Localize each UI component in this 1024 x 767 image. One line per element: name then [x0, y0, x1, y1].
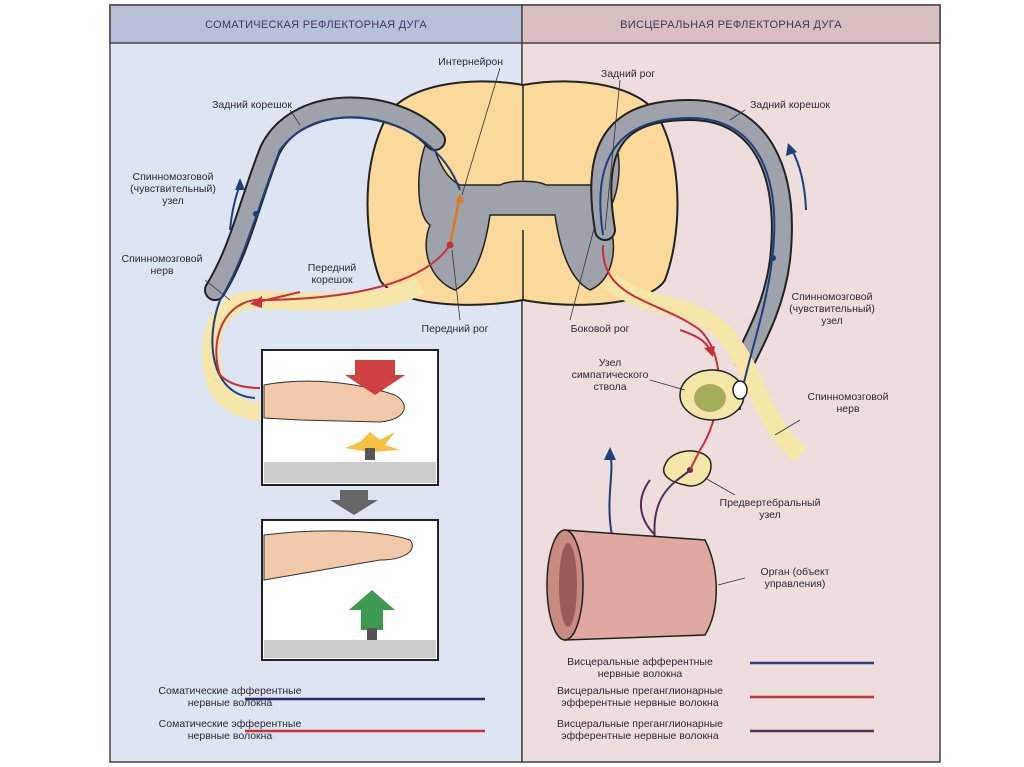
label-lateral-horn: Боковой рог — [571, 323, 630, 335]
label-spinal-ganglion-left-2: (чувствительный) — [130, 183, 216, 195]
legend-right: Висцеральные афферентные нервные волокна… — [557, 656, 874, 742]
left-efferent-fiber — [215, 244, 451, 389]
gray-matter — [418, 133, 620, 291]
label-dorsal-root-right: Задний корешок — [750, 99, 830, 111]
right-afferent-fiber — [599, 116, 776, 411]
label-ventral-root-2: корешок — [311, 274, 352, 286]
legend-right-2-line1: Висцеральные преганглионарные — [557, 685, 723, 697]
label-prevertebral-ganglion-2: узел — [759, 509, 781, 521]
down-arrow-icon — [330, 490, 378, 515]
right-panel-header — [521, 4, 941, 44]
label-dorsal-horn: Задний рог — [601, 68, 655, 80]
legend-left-2-line2: нервные волокна — [188, 730, 273, 742]
right-ventral-root — [603, 273, 807, 462]
finger-stimulus-box — [261, 349, 439, 486]
left-panel-title: СОМАТИЧЕСКАЯ РЕФЛЕКТОРНАЯ ДУГА — [205, 19, 427, 31]
legend-right-2-line2: эфферентные нервные волокна — [561, 697, 719, 709]
legend-right-3-line2: эфферентные нервные волокна — [561, 730, 719, 742]
afferent-arrow-right — [791, 149, 807, 211]
label-spinal-ganglion-right-2: (чувствительный) — [789, 303, 875, 315]
label-prevertebral-ganglion-1: Предвертебральный — [720, 497, 821, 509]
legend-right-3-line1: Висцеральные преганглионарные — [557, 718, 723, 730]
left-panel-header — [109, 4, 523, 44]
legend-left-2-line1: Соматические эфферентные — [159, 718, 302, 730]
leader-lines — [204, 67, 801, 586]
organ-cylinder — [546, 529, 717, 641]
label-spinal-ganglion-right-1: Спинномозговой — [792, 291, 873, 303]
left-ventral-root — [202, 277, 425, 421]
label-spinal-nerve-left-2: нерв — [150, 265, 173, 277]
legend-right-1-line2: нервные волокна — [598, 668, 683, 680]
label-organ-1: Орган (объект — [760, 566, 829, 578]
legend-right-1-line1: Висцеральные афферентные — [567, 656, 713, 668]
label-spinal-nerve-right-2: нерв — [836, 403, 859, 415]
left-afferent-fiber — [211, 116, 461, 399]
label-sympathetic-ganglion-1: Узел — [599, 357, 621, 369]
right-panel-title: ВИСЦЕРАЛЬНАЯ РЕФЛЕКТОРНАЯ ДУГА — [620, 19, 842, 31]
label-sympathetic-ganglion-2: симпатического — [572, 369, 649, 381]
label-spinal-ganglion-right-3: узел — [821, 315, 843, 327]
efferent-arrow-left — [257, 291, 301, 303]
label-interneuron: Интернейрон — [438, 56, 503, 68]
prevertebral-ganglion — [663, 450, 712, 487]
legend-left-1-line1: Соматические афферентные — [158, 685, 301, 697]
legend-left: Соматические афферентные нервные волокна… — [158, 685, 485, 742]
label-ventral-horn: Передний рог — [422, 323, 489, 335]
finger-withdrawn-box — [261, 519, 439, 661]
label-spinal-nerve-right-1: Спинномозговой — [808, 391, 889, 403]
label-spinal-ganglion-left-3: узел — [162, 195, 184, 207]
label-sympathetic-ganglion-3: ствола — [593, 381, 626, 393]
interneuron-fiber — [448, 194, 462, 246]
label-spinal-ganglion-left-1: Спинномозговой — [133, 171, 214, 183]
label-organ-2: управления) — [765, 578, 826, 590]
label-ventral-root-1: Передний — [308, 262, 357, 274]
label-dorsal-root-left: Задний корешок — [212, 99, 292, 111]
label-spinal-nerve-left-1: Спинномозговой — [122, 253, 203, 265]
